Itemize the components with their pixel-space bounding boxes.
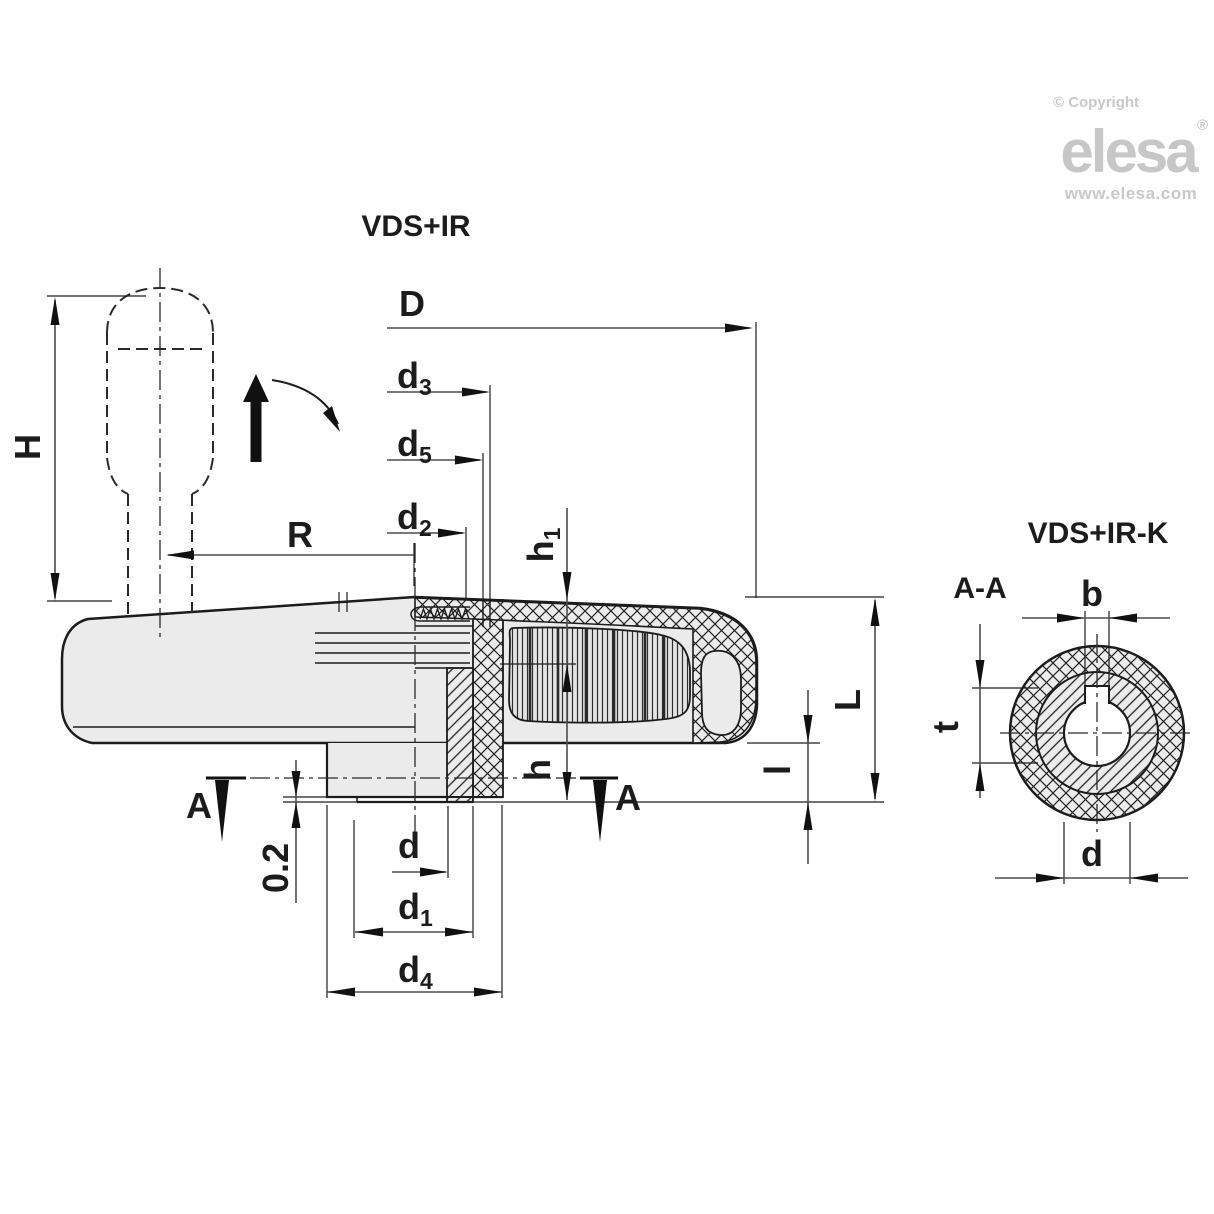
cap-step-edges bbox=[482, 599, 491, 627]
extension-lines bbox=[47, 295, 884, 998]
section-label-A-left: A bbox=[186, 785, 212, 826]
knurl-serration bbox=[419, 607, 470, 621]
registered-mark-icon: ® bbox=[1197, 117, 1208, 134]
aa-centerlines bbox=[1000, 634, 1195, 832]
hub-top-detail bbox=[315, 592, 491, 669]
rim-cavity-pocket bbox=[700, 649, 742, 736]
fold-direction-arrow bbox=[243, 374, 340, 462]
cap-step-edges-mirror bbox=[338, 592, 348, 612]
dim-label-b: b bbox=[1081, 573, 1103, 614]
main-view: VDS+IR D d3 d5 d2 R H h1 h L l 0.2 d d1 … bbox=[7, 210, 884, 998]
dim-label-d-aa: d bbox=[1081, 833, 1103, 874]
centerlines bbox=[159, 268, 593, 838]
dim-label-d5: d5 bbox=[397, 423, 432, 468]
boss-section-crosshatch bbox=[472, 599, 504, 798]
section-markers bbox=[206, 776, 618, 842]
arrowheads bbox=[50, 297, 880, 997]
dim-label-l: l bbox=[757, 765, 798, 775]
aa-extension-lines bbox=[972, 611, 1131, 884]
dim-label-D: D bbox=[399, 283, 425, 324]
aa-arrowheads bbox=[975, 613, 1158, 883]
elesa-logo: elesa bbox=[1060, 118, 1199, 185]
key-view-title: VDS+IR-K bbox=[1028, 517, 1169, 550]
elesa-logo-block: © Copyright elesa ® www.elesa.com bbox=[1053, 94, 1208, 203]
copyright-text: © Copyright bbox=[1053, 94, 1139, 111]
dim-label-R: R bbox=[287, 514, 313, 555]
dim-label-d: d bbox=[398, 825, 420, 866]
main-view-title: VDS+IR bbox=[361, 210, 471, 243]
dim-label-d2: d2 bbox=[397, 496, 432, 541]
dim-label-h1: h1 bbox=[520, 527, 565, 562]
aa-section-view: VDS+IR-K A-A b t d bbox=[925, 517, 1195, 884]
grip-rib-accents bbox=[528, 627, 666, 723]
hub-step-lines bbox=[315, 625, 473, 669]
dim-label-h: h bbox=[517, 759, 558, 781]
dim-label-t: t bbox=[925, 721, 966, 733]
dim-label-d1: d1 bbox=[398, 886, 433, 931]
dim-label-d3: d3 bbox=[397, 355, 432, 400]
dim-label-gap: 0.2 bbox=[255, 843, 296, 893]
dim-label-d4: d4 bbox=[398, 949, 433, 994]
section-view-title: A-A bbox=[953, 572, 1006, 605]
dim-label-H: H bbox=[7, 434, 48, 460]
dim-label-L: L bbox=[827, 689, 868, 711]
section-label-A-right: A bbox=[615, 777, 641, 818]
metal-insert-section bbox=[446, 667, 474, 803]
website-text: www.elesa.com bbox=[1064, 184, 1197, 203]
